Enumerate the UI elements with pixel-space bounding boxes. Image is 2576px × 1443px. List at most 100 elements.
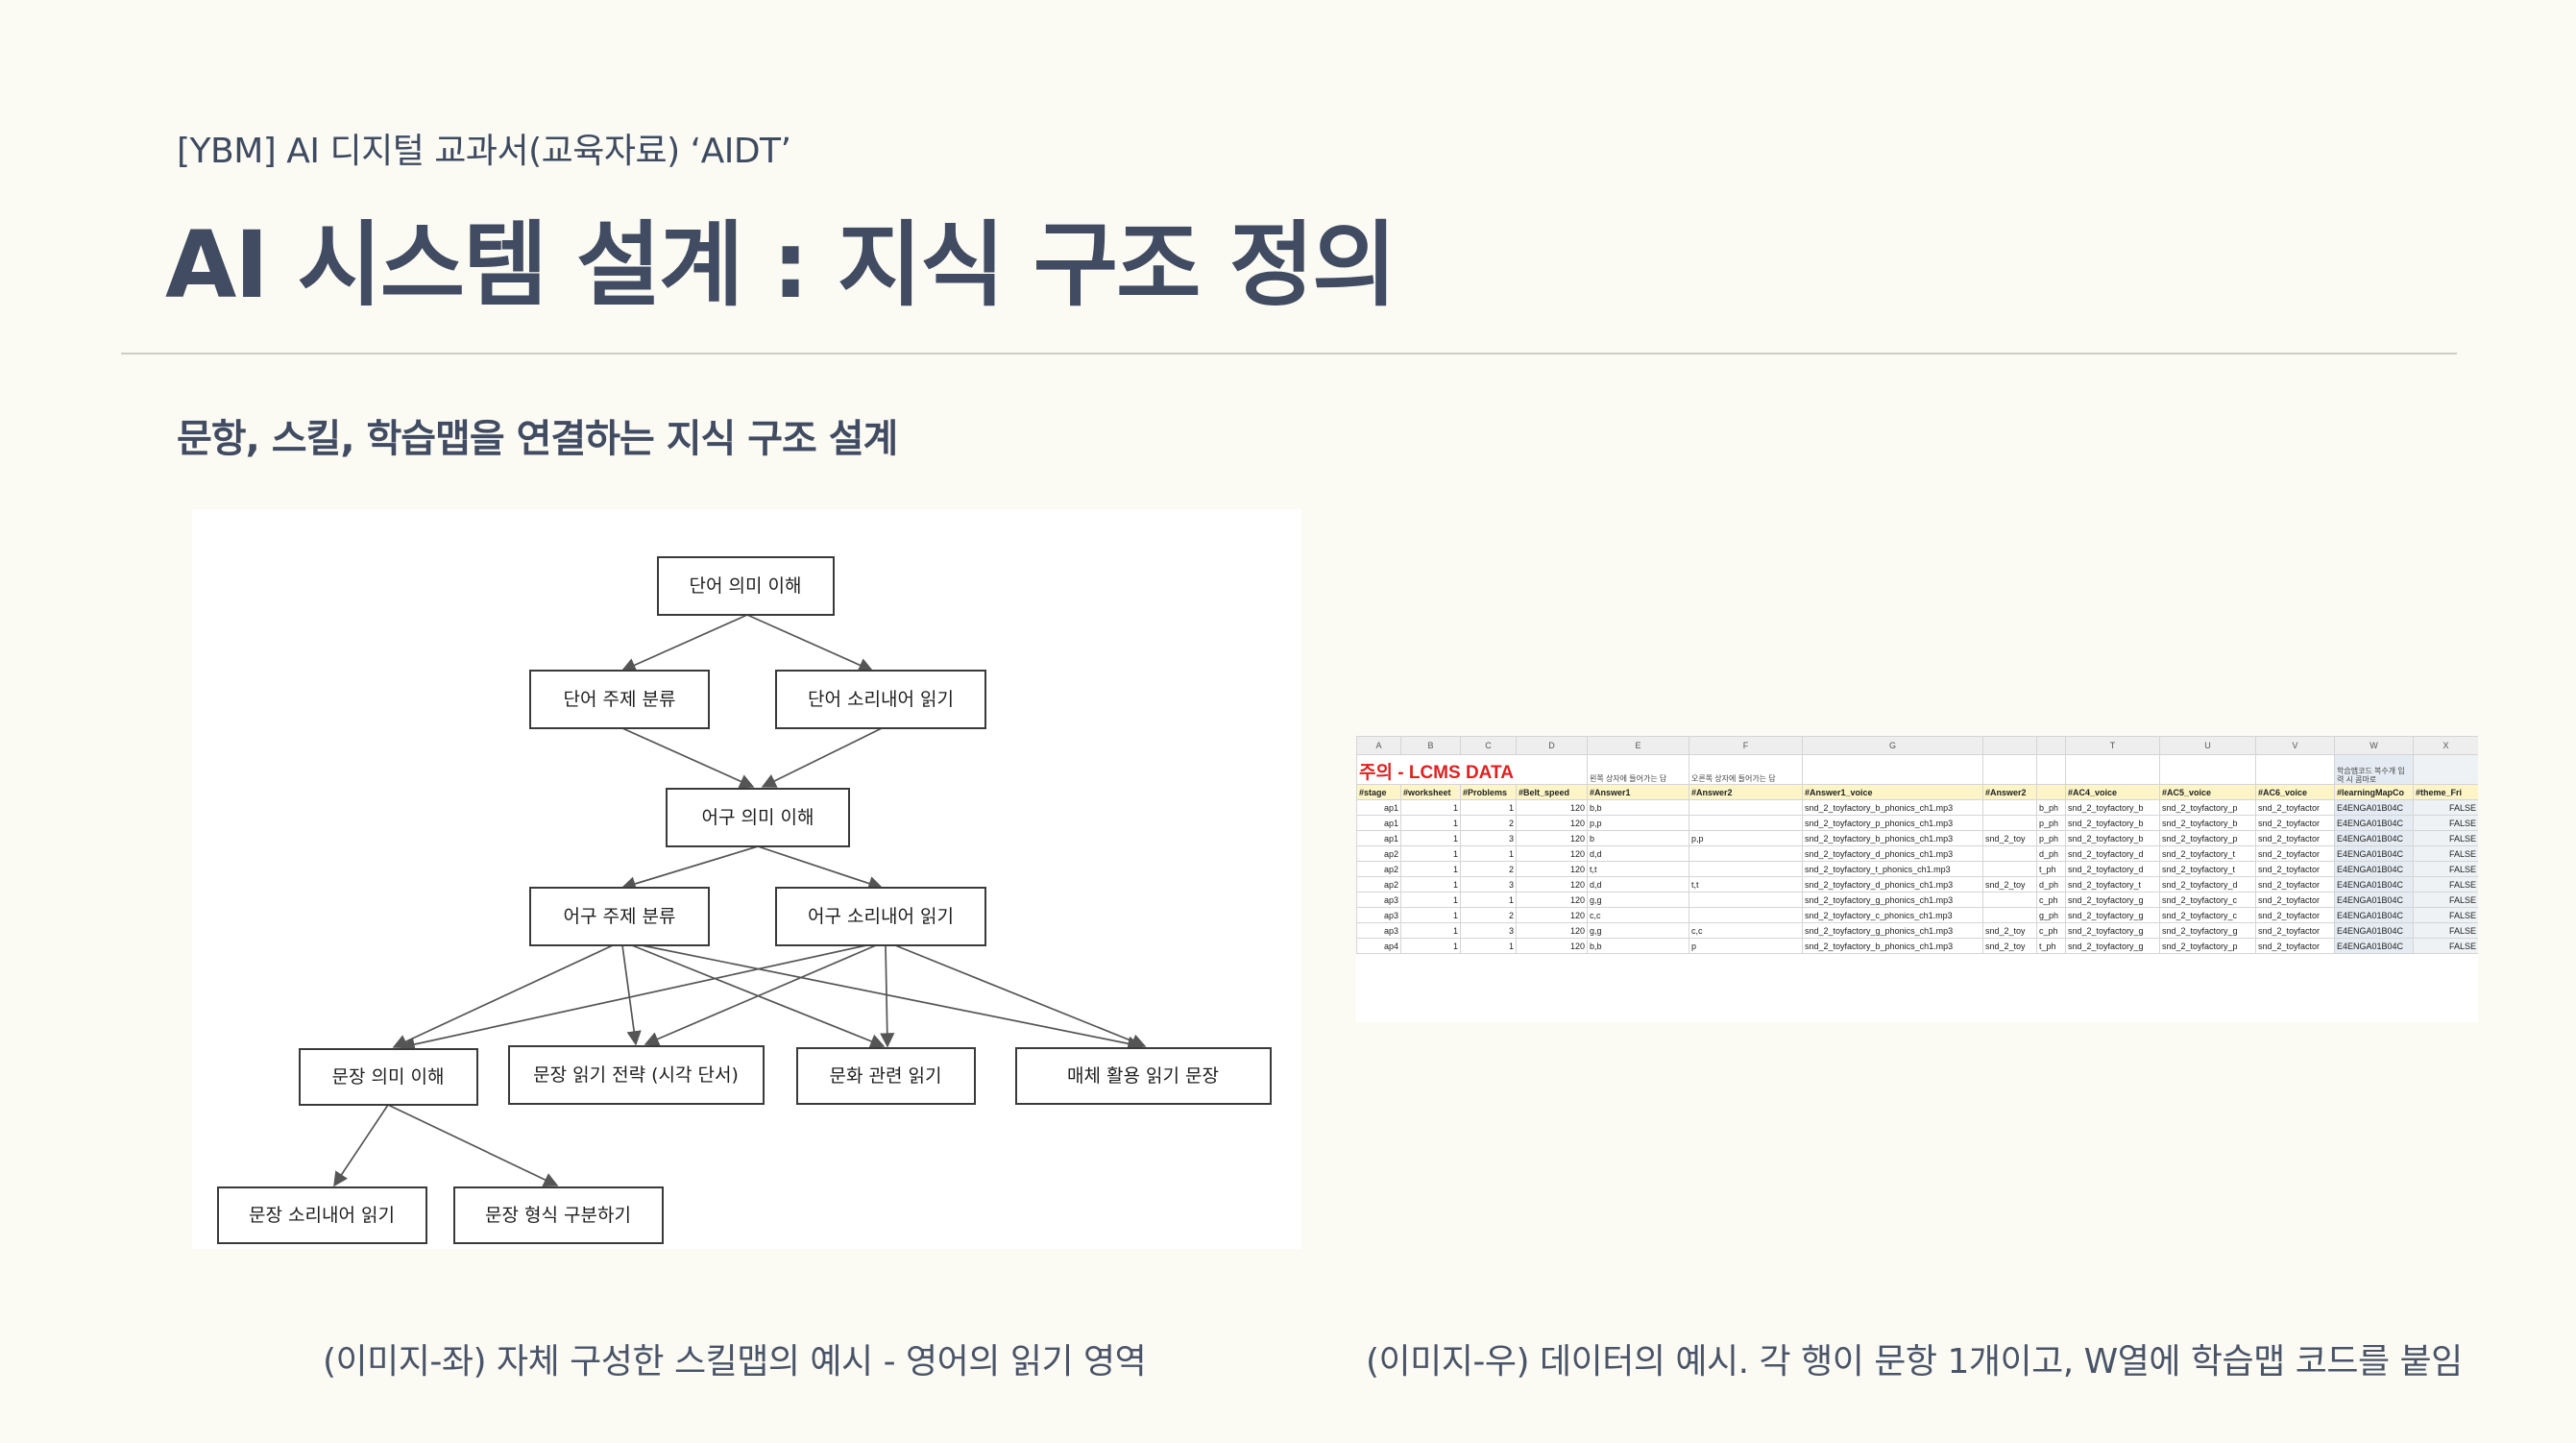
table-cell: 1 <box>1460 845 1517 862</box>
sheet-pre-w: 학습맵코드 복수개 입력 시 콤마로 <box>2334 754 2414 785</box>
table-cell: g,g <box>1587 892 1689 908</box>
table-cell: E4ENGA01B04C <box>2334 938 2414 954</box>
table-cell: snd_2_toyfactory_g <box>2065 922 2160 939</box>
node-label: 문화 관련 읽기 <box>830 1065 942 1087</box>
table-cell: FALSE <box>2413 799 2478 816</box>
title-divider <box>121 353 2457 355</box>
table-cell: c,c <box>1689 922 1803 939</box>
table-cell: E4ENGA01B04C <box>2334 922 2414 939</box>
sheet-header-cell: #Belt_speed <box>1516 784 1588 800</box>
table-cell: 1 <box>1400 907 1461 923</box>
table-cell: FALSE <box>2413 815 2478 831</box>
table-cell: p,p <box>1587 815 1689 831</box>
sheet-column-letters: A B C D E F G T U V W X <box>1356 736 2478 755</box>
node-label: 단어 소리내어 읽기 <box>808 689 954 710</box>
table-cell: snd_2_toyfactor <box>2255 861 2335 877</box>
notice-title: - LCMS DATA <box>1392 763 1514 783</box>
table-cell: FALSE <box>2413 861 2478 877</box>
node-word-readaloud: 단어 소리내어 읽기 <box>775 670 986 729</box>
table-cell: b <box>1587 830 1689 846</box>
table-cell: 120 <box>1516 845 1588 862</box>
sheet-col-letter: X <box>2413 736 2478 755</box>
table-cell: p_ph <box>2036 815 2066 831</box>
table-cell: 1 <box>1460 892 1517 908</box>
table-cell: FALSE <box>2413 922 2478 939</box>
table-cell: snd_2_toyfactor <box>2255 815 2335 831</box>
table-cell: t_ph <box>2036 938 2066 954</box>
sheet-header-cell: #stage <box>1356 784 1401 800</box>
table-cell: FALSE <box>2413 907 2478 923</box>
table-cell: snd_2_toyfactory_g <box>2065 892 2160 908</box>
table-cell: 120 <box>1516 892 1588 908</box>
table-cell: snd_2_toyfactory_d <box>2159 876 2256 893</box>
table-cell: t_ph <box>2036 861 2066 877</box>
sheet-col-letter-w: W <box>2334 736 2414 755</box>
table-cell <box>1982 815 2037 831</box>
table-cell: E4ENGA01B04C <box>2334 861 2414 877</box>
edge-word-meaning-to-word-topic <box>620 614 748 673</box>
table-cell: 120 <box>1516 876 1588 893</box>
node-label: 단어 의미 이해 <box>690 575 802 597</box>
table-cell: 1 <box>1460 938 1517 954</box>
sheet-header-cell: #Answer1_voice <box>1802 784 1983 800</box>
table-cell: snd_2_toyfactory_b_phonics_ch1.mp3 <box>1802 799 1983 816</box>
table-cell <box>1689 907 1803 923</box>
edge-phrase-meaning-to-phrase-readaloud <box>757 845 884 891</box>
table-cell: snd_2_toyfactory_g <box>2065 938 2160 954</box>
node-culture-reading: 문화 관련 읽기 <box>796 1047 976 1105</box>
table-cell: ap2 <box>1356 845 1401 862</box>
node-label: 문장 형식 구분하기 <box>485 1205 631 1226</box>
table-cell: snd_2_toyfactory_p <box>2159 830 2256 846</box>
sheet-col-letter: A <box>1356 736 1401 755</box>
sheet-pre-e: 왼쪽 상자에 들어가는 답 <box>1587 754 1689 785</box>
table-cell: FALSE <box>2413 892 2478 908</box>
sheet-header-cell: #AC6_voice <box>2255 784 2335 800</box>
table-cell: snd_2_toyfactor <box>2255 938 2335 954</box>
node-label: 문장 소리내어 읽기 <box>249 1205 395 1226</box>
table-cell: snd_2_toyfactor <box>2255 799 2335 816</box>
node-media-reading: 매체 활용 읽기 문장 <box>1015 1047 1272 1105</box>
table-cell: snd_2_toyfactory_p_phonics_ch1.mp3 <box>1802 815 1983 831</box>
sheet-header-cell <box>2036 784 2066 800</box>
table-cell: 1 <box>1400 845 1461 862</box>
table-cell <box>1689 892 1803 908</box>
lcms-data-sheet: A B C D E F G T U V W X 주의 - LCMS DATA 왼… <box>1356 736 2478 1022</box>
table-cell: 3 <box>1460 922 1517 939</box>
table-cell: snd_2_toyfactor <box>2255 876 2335 893</box>
table-cell: snd_2_toy <box>1982 938 2037 954</box>
table-cell: snd_2_toyfactor <box>2255 830 2335 846</box>
table-cell: 1 <box>1460 799 1517 816</box>
table-cell: 2 <box>1460 815 1517 831</box>
table-cell: 120 <box>1516 907 1588 923</box>
node-sentence-readaloud: 문장 소리내어 읽기 <box>217 1186 427 1244</box>
table-cell: snd_2_toy <box>1982 922 2037 939</box>
sheet-header-cell: #Problems <box>1460 784 1517 800</box>
sheet-notice-cell: 주의 - LCMS DATA <box>1356 754 1588 785</box>
eyebrow-label: [YBM] AI 디지털 교과서(교육자료) ‘AIDT’ <box>177 132 791 171</box>
table-cell: snd_2_toyfactory_b <box>2065 815 2160 831</box>
table-cell: 2 <box>1460 861 1517 877</box>
table-cell: ap3 <box>1356 907 1401 923</box>
edge-word-meaning-to-word-readaloud <box>746 614 874 673</box>
table-cell: ap1 <box>1356 830 1401 846</box>
table-cell <box>1689 815 1803 831</box>
table-cell: E4ENGA01B04C <box>2334 815 2414 831</box>
edge-word-readaloud-to-phrase-meaning <box>761 727 883 788</box>
table-cell: snd_2_toyfactory_d <box>2065 845 2160 862</box>
table-cell: p,p <box>1689 830 1803 846</box>
table-cell: t,t <box>1587 861 1689 877</box>
table-cell: snd_2_toyfactory_b_phonics_ch1.mp3 <box>1802 938 1983 954</box>
sheet-header-cell: #AC4_voice <box>2065 784 2160 800</box>
node-label: 문장 읽기 전략 (시각 단서) <box>533 1064 739 1086</box>
table-cell: 2 <box>1460 907 1517 923</box>
table-cell <box>1982 907 2037 923</box>
table-cell: E4ENGA01B04C <box>2334 830 2414 846</box>
sheet-header-cell: #Answer1 <box>1587 784 1689 800</box>
node-label: 매체 활용 읽기 문장 <box>1067 1065 1219 1087</box>
table-cell <box>1982 892 2037 908</box>
